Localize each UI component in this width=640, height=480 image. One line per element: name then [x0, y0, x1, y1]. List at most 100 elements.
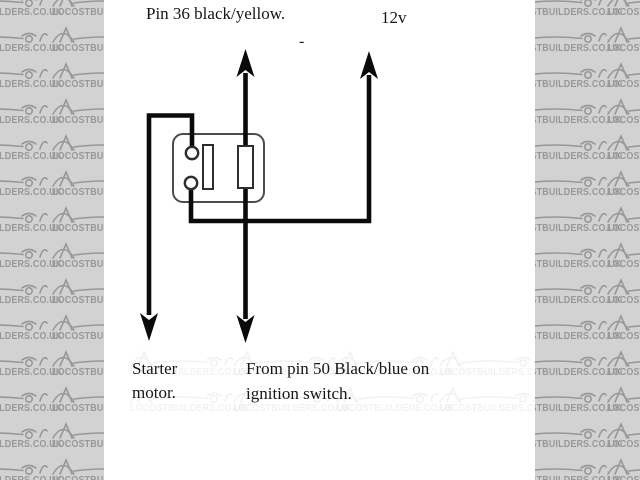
- car-sketch-icon: [535, 454, 609, 476]
- car-sketch-icon: [50, 454, 104, 476]
- label-pin50-line1: From pin 50 Black/blue on: [246, 359, 430, 378]
- watermark-text: LOCOSTBUILDERS.CO.UK: [535, 114, 622, 126]
- car-sketch-icon: [605, 166, 640, 188]
- car-sketch-icon: [50, 58, 104, 80]
- watermark-text: LOCOSTBUILDERS.CO.UK: [607, 474, 640, 480]
- watermark-text: LOCOSTBUILDERS.CO.UK: [607, 258, 640, 270]
- watermark-text: LOCOSTBUILDERS.CO.UK: [52, 114, 104, 126]
- car-sketch-icon: [605, 310, 640, 332]
- arrowhead-up-12v-icon: [360, 51, 378, 79]
- label-dash: -: [299, 33, 305, 50]
- car-sketch-icon: [50, 382, 104, 404]
- watermark-text: LOCOSTBUILDERS.CO.UK: [0, 474, 63, 480]
- car-sketch-icon: [605, 202, 640, 224]
- car-sketch-icon: [0, 130, 50, 152]
- label-pin50: From pin 50 Black/blue on ignition switc…: [246, 356, 429, 406]
- car-sketch-icon: [605, 382, 640, 404]
- car-sketch-icon: [50, 0, 104, 8]
- car-sketch-icon: [50, 202, 104, 224]
- car-sketch-icon: [50, 238, 104, 260]
- car-sketch-icon: [50, 346, 104, 368]
- watermark-text: LOCOSTBUILDERS.CO.UK: [52, 294, 104, 306]
- label-pin36: Pin 36 black/yellow.: [146, 4, 286, 23]
- watermark-text: LOCOSTBUILDERS.CO.UK: [0, 186, 63, 198]
- watermark-text: LOCOSTBUILDERS.CO.UK: [52, 258, 104, 270]
- label-pin50-line2: ignition switch.: [246, 384, 352, 403]
- car-sketch-icon: [0, 346, 50, 368]
- car-sketch-icon: [0, 0, 50, 8]
- watermark-text: LOCOSTBUILDERS.CO.UK: [0, 258, 63, 270]
- watermark-text: LOCOSTBUILDERS.CO.UK: [0, 294, 63, 306]
- watermark-text: LOCOSTBUILDERS.CO.UK: [52, 42, 104, 54]
- watermark-text: LOCOSTBUILDERS.CO.UK: [535, 294, 622, 306]
- car-sketch-icon: [50, 274, 104, 296]
- car-sketch-icon: [535, 202, 609, 224]
- watermark-text: LOCOSTBUILDERS.CO.UK: [607, 42, 640, 54]
- car-sketch-icon: [535, 418, 609, 440]
- car-sketch-icon: [0, 454, 50, 476]
- watermark-text: LOCOSTBUILDERS.CO.UK: [607, 294, 640, 306]
- watermark-text: LOCOSTBUILDERS.CO.UK: [52, 222, 104, 234]
- watermark-text: LOCOSTBUILDERS.CO.UK: [535, 366, 622, 378]
- car-sketch-icon: [535, 94, 609, 116]
- car-sketch-icon: [535, 346, 609, 368]
- watermark-text: LOCOSTBUILDERS.CO.UK: [52, 150, 104, 162]
- car-sketch-icon: [50, 310, 104, 332]
- watermark-text: LOCOSTBUILDERS.CO.UK: [607, 222, 640, 234]
- car-sketch-icon: [0, 166, 50, 188]
- car-sketch-icon: [0, 58, 50, 80]
- relay-terminal-top: [184, 145, 200, 161]
- car-sketch-icon: [605, 0, 640, 8]
- watermark-text: LOCOSTBUILDERS.CO.UK: [535, 6, 622, 18]
- watermark-text: LOCOSTBUILDERS.CO.UK: [607, 330, 640, 342]
- watermark-text: LOCOSTBUILDERS.CO.UK: [0, 330, 63, 342]
- car-sketch-icon: [0, 274, 50, 296]
- watermark-text: LOCOSTBUILDERS.CO.UK: [607, 150, 640, 162]
- watermark-text: LOCOSTBUILDERS.CO.UK: [0, 42, 63, 54]
- relay-coil: [202, 144, 214, 190]
- wire-12v-supply: [188, 75, 372, 224]
- watermark-text: LOCOSTBUILDERS.CO.UK: [52, 186, 104, 198]
- watermark-text: LOCOSTBUILDERS.CO.UK: [607, 438, 640, 450]
- car-sketch-icon: [535, 166, 609, 188]
- watermark-text: LOCOSTBUILDERS.CO.UK: [535, 258, 622, 270]
- car-sketch-icon: [605, 58, 640, 80]
- watermark-text: LOCOSTBUILDERS.CO.UK: [0, 222, 63, 234]
- watermark-left-strip: LOCOSTBUILDERS.CO.UKLOCOSTBUILDERS.CO.UK…: [0, 0, 104, 480]
- watermark-text: LOCOSTBUILDERS.CO.UK: [607, 186, 640, 198]
- wiring-diagram: [140, 49, 378, 343]
- watermark-text: LOCOSTBUILDERS.CO.UK: [535, 150, 622, 162]
- watermark-right-strip: LOCOSTBUILDERS.CO.UKLOCOSTBUILDERS.CO.UK…: [535, 0, 640, 480]
- watermark-text: LOCOSTBUILDERS.CO.UK: [535, 78, 622, 90]
- car-sketch-icon: [535, 382, 609, 404]
- watermark-text: LOCOSTBUILDERS.CO.UK: [535, 438, 622, 450]
- watermark-text: LOCOSTBUILDERS.CO.UK: [0, 114, 63, 126]
- watermark-text: LOCOSTBUILDERS.CO.UK: [52, 366, 104, 378]
- watermark-text: LOCOSTBUILDERS.CO.UK: [0, 438, 63, 450]
- watermark-text: LOCOSTBUILDERS.CO.UK: [0, 78, 63, 90]
- car-sketch-icon: [50, 94, 104, 116]
- label-12v: 12v: [381, 8, 407, 27]
- car-sketch-icon: [535, 58, 609, 80]
- wire-starter-motor: [146, 113, 195, 315]
- arrowhead-up-pin36-icon: [236, 49, 255, 77]
- watermark-text: LOCOSTBUILDERS.CO.UK: [535, 330, 622, 342]
- watermark-text: LOCOSTBUILDERS.CO.UK: [0, 366, 63, 378]
- car-sketch-icon: [0, 22, 50, 44]
- watermark-text: LOCOSTBUILDERS.CO.UK: [535, 42, 622, 54]
- car-sketch-icon: [0, 310, 50, 332]
- car-sketch-icon: [535, 274, 609, 296]
- watermark-text: LOCOSTBUILDERS.CO.UK: [535, 222, 622, 234]
- watermark-text: LOCOSTBUILDERS.CO.UK: [52, 330, 104, 342]
- car-sketch-icon: [535, 130, 609, 152]
- label-starter-line1: Starter: [132, 359, 178, 378]
- watermark-text: LOCOSTBUILDERS.CO.UK: [535, 186, 622, 198]
- car-sketch-icon: [0, 94, 50, 116]
- car-sketch-icon: [605, 274, 640, 296]
- car-sketch-icon: [50, 166, 104, 188]
- arrowhead-down-starter-icon: [140, 313, 158, 341]
- car-sketch-icon: [0, 382, 50, 404]
- car-sketch-icon: [535, 310, 609, 332]
